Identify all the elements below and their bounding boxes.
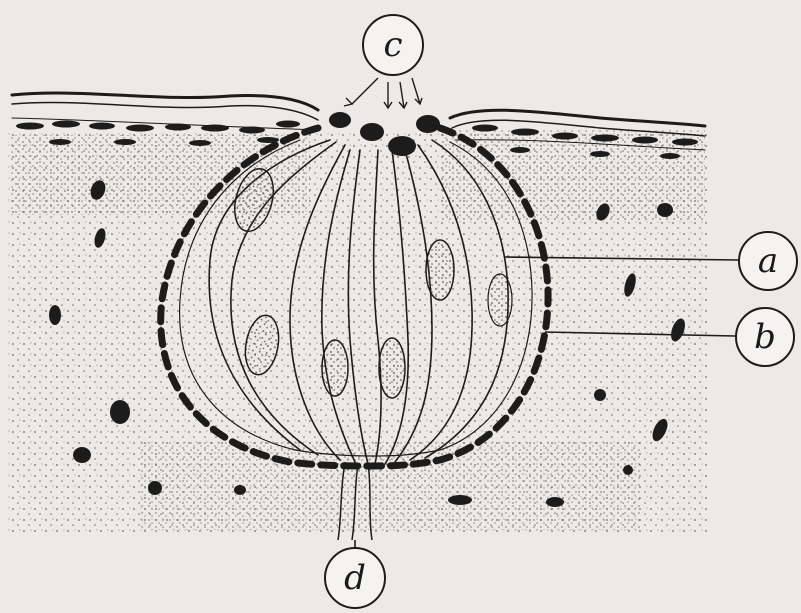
label-c-text: c <box>383 25 402 65</box>
label-c: c <box>363 15 423 75</box>
label-a-text: a <box>758 241 778 281</box>
label-d-text: d <box>344 558 366 598</box>
label-d: d <box>325 548 385 608</box>
label-a: a <box>739 232 797 290</box>
label-b-text: b <box>754 317 776 357</box>
label-b: b <box>736 308 794 366</box>
